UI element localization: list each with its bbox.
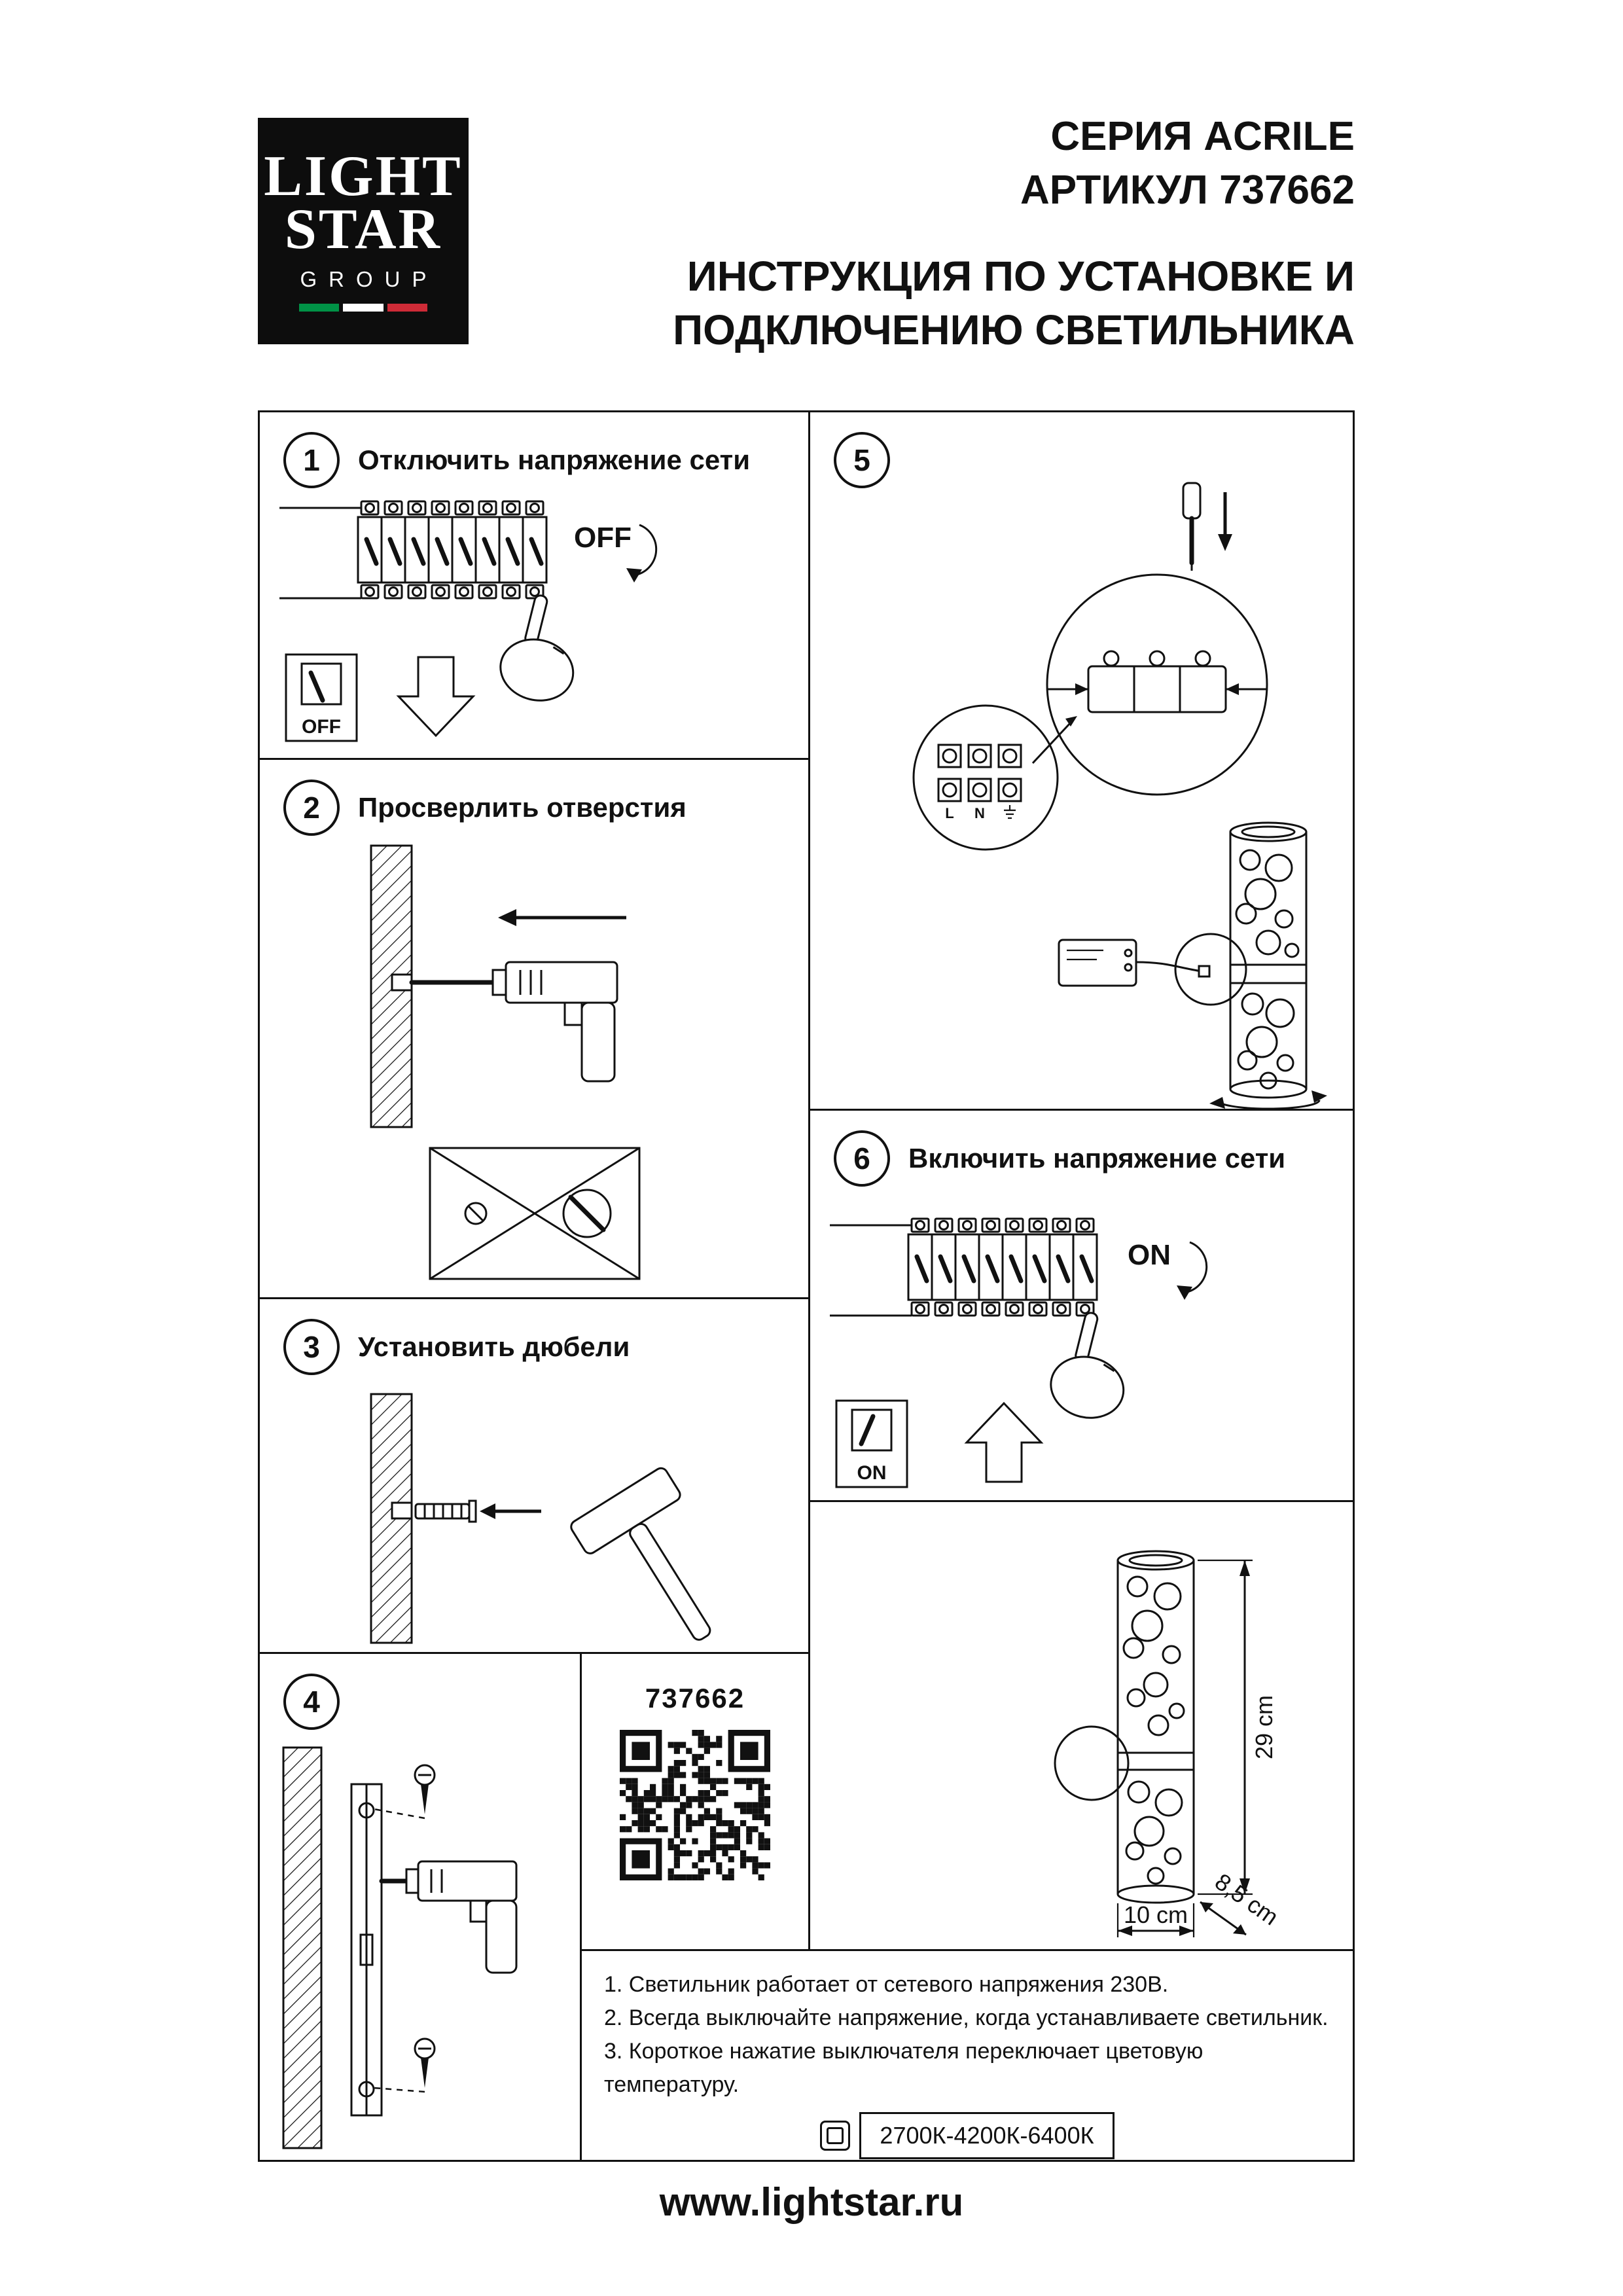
power-off-illustration: OFF OFF bbox=[279, 500, 658, 742]
height-dimension-label: 29 cm bbox=[1251, 1695, 1277, 1759]
instruction-grid: 1 Отключить напряжение сети OFF bbox=[258, 410, 1355, 2162]
step-4-number: 4 bbox=[283, 1674, 340, 1730]
circuit-breaker-icon bbox=[830, 1217, 1098, 1317]
lamp-icon bbox=[1174, 821, 1308, 1099]
qr-article-number: 737662 bbox=[645, 1683, 745, 1713]
no-drill-icon bbox=[562, 1189, 612, 1238]
screwdriver-icon bbox=[1182, 482, 1202, 571]
down-arrow-icon bbox=[1218, 492, 1232, 551]
logo-word-light: LIGHT bbox=[264, 145, 463, 209]
note-line-3: 3. Короткое нажатие выключателя переключ… bbox=[604, 2039, 1204, 2097]
breaker-off-label: OFF bbox=[574, 522, 632, 554]
pebble-pattern bbox=[1235, 849, 1300, 1090]
terminal-l-label: L bbox=[945, 805, 954, 821]
step-1-cell: 1 Отключить напряжение сети OFF bbox=[260, 412, 810, 760]
hand-icon bbox=[1050, 1312, 1125, 1419]
circuit-breaker-icon bbox=[279, 500, 548, 600]
rotation-arrow-icon bbox=[1209, 1090, 1327, 1109]
header: СЕРИЯ ACRILE АРТИКУЛ 737662 ИНСТРУКЦИЯ П… bbox=[673, 110, 1355, 357]
lamp-dimensions-illustration: 29 cm 10 cm 8,5 cm bbox=[1054, 1550, 1283, 1937]
logo-word-star: STAR bbox=[284, 198, 442, 261]
instruction-title-line2: ПОДКЛЮЧЕНИЮ СВЕТИЛЬНИКА bbox=[673, 306, 1355, 353]
flip-arrow-icon bbox=[1177, 1241, 1208, 1300]
wall-icon bbox=[282, 1746, 323, 2149]
lamp-icon bbox=[1054, 1550, 1195, 1904]
step-1-number: 1 bbox=[283, 432, 340, 488]
ground-icon bbox=[1004, 805, 1016, 819]
wiring-illustration: L N bbox=[912, 482, 1327, 1109]
footer-url: www.lightstar.ru bbox=[659, 2180, 964, 2224]
screw-icon bbox=[373, 2037, 436, 2093]
step-6-label: Включить напряжение сети bbox=[908, 1143, 1286, 1174]
instruction-title-line1: ИНСТРУКЦИЯ ПО УСТАНОВКЕ И bbox=[687, 252, 1355, 300]
down-arrow-icon bbox=[396, 656, 476, 738]
logo-word-group: GROUP bbox=[300, 266, 438, 291]
power-on-illustration: ON ON bbox=[830, 1217, 1208, 1488]
terminal-strip-icon: L N bbox=[937, 744, 1022, 821]
step-3-number: 3 bbox=[283, 1319, 340, 1375]
depth-dimension-label: 8,5 cm bbox=[1210, 1868, 1283, 1931]
drill-icon bbox=[391, 961, 618, 1083]
drill-icon bbox=[379, 1860, 518, 1974]
breaker-on-label: ON bbox=[1128, 1239, 1171, 1271]
dowel-icon bbox=[391, 1499, 477, 1523]
step-3-cell: 3 Установить дюбели bbox=[260, 1299, 810, 1654]
note-line-1: 1. Светильник работает от сетевого напря… bbox=[604, 1972, 1169, 1997]
qr-code-modules bbox=[620, 1730, 770, 1880]
switch-off-label: OFF bbox=[302, 716, 341, 738]
mounting-template-icon bbox=[429, 1147, 641, 1280]
screw-icon bbox=[373, 1764, 436, 1820]
series-title: СЕРИЯ ACRILE bbox=[1050, 114, 1355, 159]
drilling-illustration bbox=[370, 844, 641, 1280]
depth-dimension: 8,5 cm bbox=[1200, 1868, 1283, 1936]
note-line-2: 2. Всегда выключайте напряжение, когда у… bbox=[604, 2005, 1329, 2030]
height-dimension: 29 cm bbox=[1198, 1559, 1277, 1895]
flip-arrow-icon bbox=[626, 524, 658, 583]
up-arrow-icon bbox=[964, 1401, 1044, 1483]
step-2-cell: 2 Просверлить отверстия bbox=[260, 760, 810, 1299]
step-6-cell: 6 Включить напряжение сети ON bbox=[810, 1111, 1353, 1502]
hand-icon bbox=[499, 594, 575, 702]
push-arrow-icon bbox=[480, 1503, 541, 1519]
terminal-n-label: N bbox=[974, 805, 985, 821]
wall-switch-on-icon: ON bbox=[835, 1399, 908, 1488]
wall-switch-off-icon: OFF bbox=[285, 653, 358, 742]
step-5-number: 5 bbox=[834, 432, 890, 488]
step-5-cell: 5 bbox=[810, 412, 1353, 1111]
qr-code bbox=[620, 1730, 770, 1880]
step-4-cell: 4 bbox=[260, 1654, 582, 2160]
dowel-hammer-illustration bbox=[370, 1393, 711, 1644]
lamp-dimensions-cell: 29 cm 10 cm 8,5 cm bbox=[810, 1502, 1353, 1951]
step-1-label: Отключить напряжение сети bbox=[358, 444, 751, 475]
terminal-zoom-circle bbox=[1046, 573, 1268, 796]
qr-cell: 737662 bbox=[582, 1654, 810, 1951]
step-2-number: 2 bbox=[283, 780, 340, 836]
mounting-bracket-icon bbox=[350, 1783, 383, 2117]
push-arrow-icon bbox=[498, 909, 626, 926]
step-6-number: 6 bbox=[834, 1130, 890, 1187]
notes-cell: 1. Светильник работает от сетевого напря… bbox=[582, 1951, 1353, 2160]
width-dimension: 10 cm bbox=[1116, 1901, 1195, 1937]
switch-on-label: ON bbox=[857, 1462, 887, 1484]
terminal-block-icon bbox=[1047, 650, 1267, 713]
instruction-title: ИНСТРУКЦИЯ ПО УСТАНОВКЕ И ПОДКЛЮЧЕНИЮ СВ… bbox=[673, 250, 1355, 357]
lightstar-logo: LIGHT STAR GROUP bbox=[258, 118, 469, 344]
color-temp-value: 2700К-4200К-6400К bbox=[859, 2112, 1115, 2159]
bracket-mounting-illustration bbox=[282, 1746, 518, 2149]
step-2-label: Просверлить отверстия bbox=[358, 792, 687, 823]
width-dimension-label: 10 cm bbox=[1124, 1901, 1188, 1928]
hammer-icon bbox=[570, 1467, 711, 1641]
terminal-detail-circle: L N bbox=[912, 704, 1059, 851]
italy-flag-icon bbox=[299, 303, 427, 312]
article-title: АРТИКУЛ 737662 bbox=[1020, 167, 1355, 213]
step-3-label: Установить дюбели bbox=[358, 1331, 630, 1362]
color-temp-row: 2700К-4200К-6400К bbox=[604, 2112, 1330, 2159]
zoom-arrow-icon bbox=[1031, 716, 1077, 764]
led-driver-icon bbox=[1058, 939, 1211, 987]
switch-press-icon bbox=[820, 2121, 851, 2151]
pebble-pattern bbox=[1122, 1575, 1185, 1885]
